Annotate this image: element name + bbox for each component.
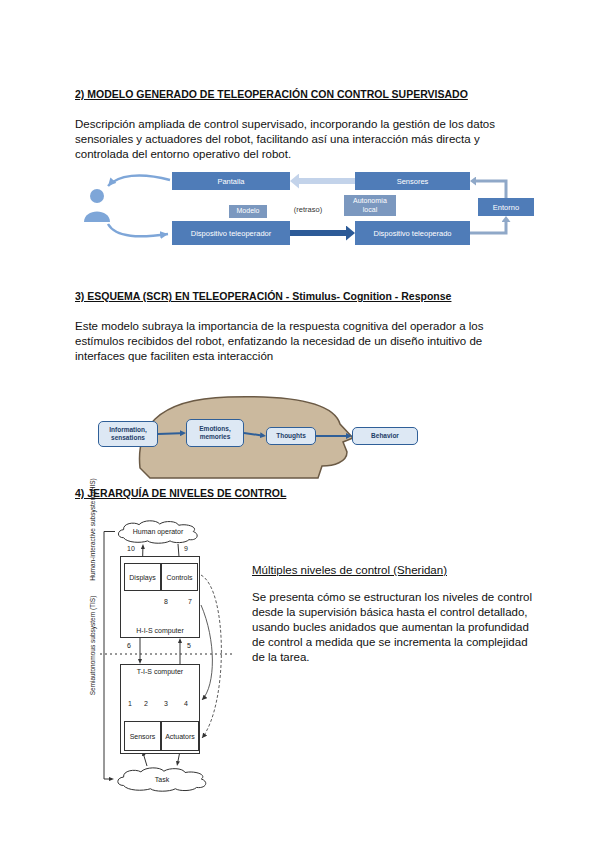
callout-number: 10	[127, 545, 135, 552]
connector-arrow	[244, 433, 260, 435]
inner-loop	[201, 605, 212, 700]
stage-box: Information, sensations	[98, 421, 158, 447]
node-text: Displays	[129, 574, 155, 581]
connector-arrow	[290, 230, 346, 236]
callout-number: 5	[187, 642, 191, 649]
node-text: Autonomía local	[347, 197, 393, 214]
node-text: H-I-S computer	[136, 627, 183, 634]
paragraph: Se presenta cómo se estructuran los nive…	[252, 590, 537, 665]
outer-loop	[201, 575, 221, 738]
node-text: Information, sensations	[102, 426, 154, 442]
stage-box: Thoughts	[266, 427, 316, 445]
stage-box: Emotions, memories	[186, 419, 244, 447]
subsystem-label: Semiautonomous subsystem (TIS)	[89, 576, 96, 716]
node-text: Dispositivo teleoperador	[191, 229, 271, 238]
subsystem-box: H-I-S computer Displays Controls	[120, 556, 200, 638]
connector-arrow	[316, 435, 346, 437]
cloud-path	[118, 768, 206, 791]
node-text: Behavior	[371, 432, 399, 440]
figure-caption: Múltiples niveles de control (Sheridan)	[252, 563, 542, 578]
process-box: Sensores	[355, 172, 470, 190]
node-text: Pantalla	[217, 177, 244, 186]
node-text: Sensors	[130, 733, 156, 740]
component-box: Controls	[161, 563, 198, 591]
section-heading: 3) ESQUEMA (SCR) EN TELEOPERACIÓN - Stim…	[75, 290, 575, 302]
node-text: Human operator	[133, 528, 184, 535]
process-box: Dispositivo teleoperado	[355, 221, 470, 245]
node-text: T-I-S computer	[137, 668, 183, 675]
node-text: Modelo	[237, 207, 260, 216]
command-arc	[108, 224, 168, 236]
feedback-arc	[108, 175, 170, 186]
callout-number: 7	[188, 598, 192, 605]
node-text: Actuators	[165, 733, 195, 740]
callout-number: 4	[184, 700, 188, 707]
connector-arrow	[158, 432, 180, 435]
connector-arrow	[144, 756, 147, 766]
module-box: Modelo	[228, 204, 268, 219]
node-text: Entorno	[493, 203, 519, 212]
connector-arrow	[180, 643, 181, 664]
callout-number: 3	[164, 700, 168, 707]
callout-number: 9	[184, 545, 188, 552]
person-head	[90, 189, 104, 203]
component-box: Displays	[124, 563, 161, 591]
component-box: Sensors	[124, 721, 161, 751]
node-text: Emotions, memories	[190, 425, 240, 441]
node-text: Controls	[166, 574, 192, 581]
node-text: Dispositivo teleoperado	[374, 229, 452, 238]
connector-arrow	[104, 532, 115, 780]
paragraph: Este modelo subraya la importancia de la…	[75, 319, 535, 364]
delay-label: (retraso)	[280, 205, 336, 214]
connector-arrow	[476, 181, 506, 198]
cloud-shape: Human operator	[115, 519, 201, 544]
callout-number: 1	[128, 700, 132, 707]
connector-arrow	[140, 638, 141, 659]
process-box: Entorno	[478, 198, 534, 216]
subsystem-box: T-I-S computerSensors Actuators	[120, 664, 200, 754]
stage-box: Behavior	[352, 427, 418, 445]
section-heading: 4) JERARQUÍA DE NIVELES DE CONTROL	[75, 487, 575, 499]
component-box: Actuators	[161, 721, 199, 751]
person-body	[84, 212, 110, 223]
process-box: Pantalla	[172, 172, 290, 190]
subsystem-label: Human-interactive subsystem (HIS)	[89, 460, 96, 600]
callout-number: 8	[164, 598, 168, 605]
process-box: Dispositivo teleoperador	[172, 221, 290, 245]
callout-number: 2	[144, 700, 148, 707]
callout-number: 6	[127, 642, 131, 649]
node-text: Sensores	[397, 177, 429, 186]
module-box: Autonomía local	[343, 194, 397, 217]
connector-arrow	[470, 222, 506, 233]
cloud-path	[118, 521, 197, 543]
node-text: Task	[155, 776, 169, 783]
section-heading: 2) MODELO GENERADO DE TELEOPERACIÓN CON …	[75, 88, 575, 100]
node-text: Thoughts	[276, 432, 306, 440]
cloud-shape: Task	[114, 766, 210, 792]
head-silhouette	[139, 397, 353, 478]
paragraph: Descripción ampliada de control supervis…	[75, 117, 535, 162]
connector-arrow	[299, 178, 355, 184]
